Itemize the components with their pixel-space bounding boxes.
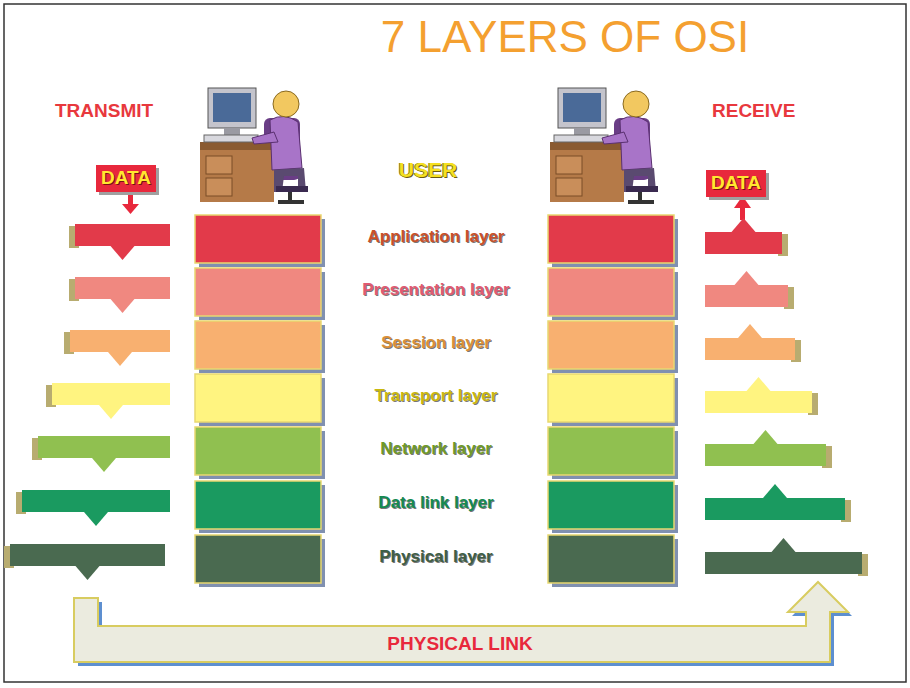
receive-bar (705, 338, 795, 360)
layer-block (195, 535, 321, 583)
layer-block (548, 215, 674, 263)
layer-block (195, 427, 321, 475)
transmit-bar (10, 544, 165, 566)
data-box: DATA (96, 165, 156, 192)
receive-bar (705, 444, 826, 466)
receive-bar (705, 552, 862, 574)
frame (4, 4, 906, 682)
receive-bar (705, 498, 845, 520)
layer-block (195, 374, 321, 422)
computer-user (200, 88, 308, 204)
layer-blocks (4, 215, 868, 587)
layer-name: Presentation layer (325, 280, 547, 300)
receive-arrowhead (732, 218, 756, 232)
layer-block (195, 215, 321, 263)
layer-name: Transport layer (325, 386, 547, 406)
layer-block (195, 481, 321, 529)
transmit-bar (75, 277, 170, 299)
receive-bar (705, 232, 782, 254)
layer-block (195, 321, 321, 369)
receive-arrowhead (738, 324, 762, 338)
link-label: PHYSICAL LINK (330, 633, 590, 655)
physical-link-arrow (74, 582, 852, 666)
receive-arrowhead (735, 271, 759, 285)
layer-name: Session layer (325, 333, 547, 353)
transmit-bar (38, 436, 170, 458)
layer-block (548, 481, 674, 529)
transmit-arrowhead (111, 246, 135, 260)
layer-block (548, 535, 674, 583)
receive-bar (705, 285, 788, 307)
layer-block (548, 268, 674, 316)
layer-block (548, 374, 674, 422)
transmit-bar (22, 490, 170, 512)
receive-arrowhead (763, 484, 787, 498)
transmit-bar (70, 330, 170, 352)
data-box: DATA (706, 170, 766, 197)
data-text: DATA (101, 167, 151, 190)
transmit-arrowhead (84, 512, 108, 526)
data-text: DATA (711, 172, 761, 195)
receive-bar (705, 391, 812, 413)
transmit-bar (75, 224, 170, 246)
transmit-arrowhead (92, 458, 116, 472)
layer-name: Network layer (325, 439, 547, 459)
user-label: USER (368, 158, 488, 182)
receive-arrowhead (747, 377, 771, 391)
receive-arrowhead (772, 538, 796, 552)
receive-arrowhead (754, 430, 778, 444)
transmit-arrowhead (76, 566, 100, 580)
layer-name: Physical layer (325, 547, 547, 567)
layer-block (548, 427, 674, 475)
layer-name: Data link layer (325, 493, 547, 513)
computer-user (550, 88, 658, 204)
layer-name: Application layer (325, 227, 547, 247)
side-heading: TRANSMIT (55, 100, 195, 122)
transmit-arrowhead (111, 299, 135, 313)
side-heading: RECEIVE (712, 100, 852, 122)
transmit-arrowhead (99, 405, 123, 419)
layer-block (195, 268, 321, 316)
transmit-bar (52, 383, 170, 405)
transmit-arrowhead (108, 352, 132, 366)
diagram-title: 7 LAYERS OF OSI (330, 12, 800, 63)
layer-block (548, 321, 674, 369)
